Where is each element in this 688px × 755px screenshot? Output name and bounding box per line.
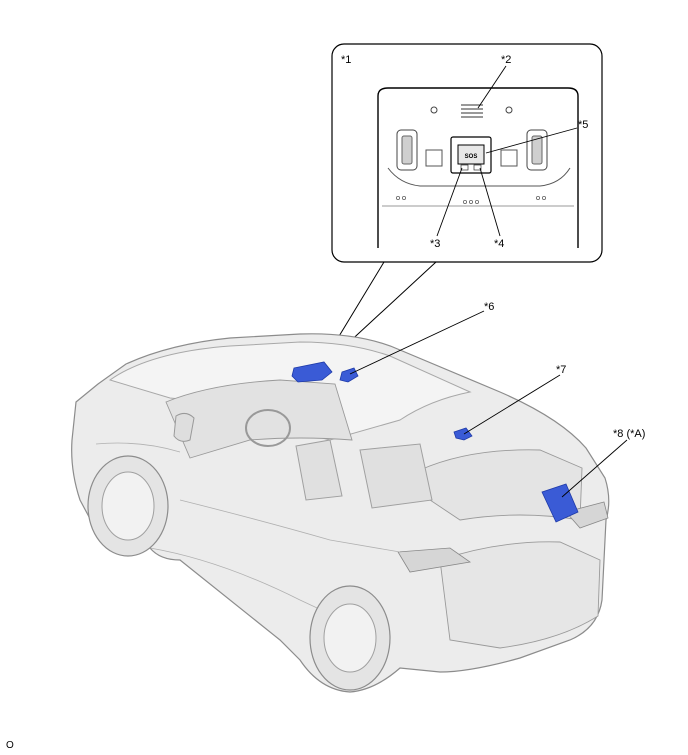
component-8 <box>541 483 579 523</box>
screw-right-icon <box>505 106 513 114</box>
body-crease-lines <box>95 442 401 629</box>
label-1: *1 <box>341 54 351 66</box>
callout-leader-lines <box>436 65 578 237</box>
map-light-left-lens <box>401 135 413 165</box>
vehicle-windshield <box>165 379 353 459</box>
side-mirror <box>173 412 195 442</box>
steering-wheel-icon <box>245 409 291 447</box>
tail-light-right <box>565 501 609 529</box>
component-6 <box>339 367 359 383</box>
label-4: *4 <box>494 238 504 250</box>
label-3: *3 <box>430 238 440 250</box>
console-dots <box>395 195 547 204</box>
overhead-console-outline <box>377 87 579 248</box>
microphone-grille-icon <box>461 104 483 118</box>
rear-wheel <box>309 585 391 691</box>
vehicle-body <box>71 333 610 693</box>
front-seat <box>295 439 343 501</box>
sos-switch <box>457 144 485 165</box>
map-light-right-lens <box>531 135 543 165</box>
screw-left-icon <box>430 106 438 114</box>
component-7 <box>453 427 473 441</box>
callout-overhead-console-detail: SOS *1 *2 *5 *3 *4 <box>331 43 603 263</box>
switch-left <box>425 149 443 167</box>
front-wheel <box>87 455 169 557</box>
sos-sub-button-right <box>473 164 482 171</box>
sos-sub-button-left <box>460 164 469 171</box>
vehicle-tailgate <box>439 541 601 649</box>
highlighted-components <box>291 361 579 523</box>
switch-right <box>500 149 518 167</box>
footer-mark: O <box>6 740 14 751</box>
component-overhead-console <box>291 361 333 383</box>
label-2: *2 <box>501 54 511 66</box>
overhead-console-lower-edge <box>387 167 571 187</box>
component-leader-lines <box>349 310 628 498</box>
label-5: *5 <box>578 119 588 131</box>
tail-light-left <box>397 547 472 573</box>
label-7: *7 <box>556 364 566 376</box>
label-8: *8 (*A) <box>613 428 645 440</box>
sos-switch-label: SOS <box>465 154 478 160</box>
label-6: *6 <box>484 301 494 313</box>
rear-seat <box>359 443 433 509</box>
